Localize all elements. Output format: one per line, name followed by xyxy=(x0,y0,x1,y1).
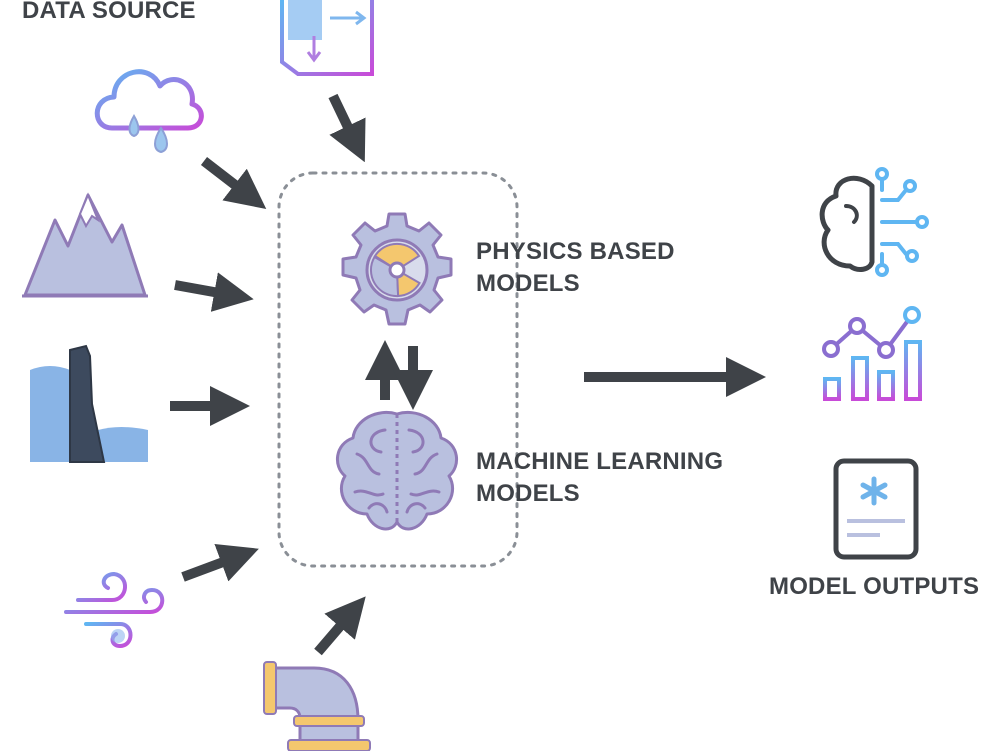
wind-icon xyxy=(64,571,165,649)
brain-icon xyxy=(336,411,458,531)
rain-cloud-icon xyxy=(94,69,204,154)
arrow-rain xyxy=(200,157,267,209)
ml-models-label: MACHINE LEARNING MODELS xyxy=(476,446,723,510)
ml-label-line-2: MODELS xyxy=(476,480,580,507)
pipe-icon xyxy=(263,661,371,751)
physics-label-line-2: MODELS xyxy=(476,270,580,297)
flow-box-icon xyxy=(280,0,374,76)
bar-line-chart-icon xyxy=(822,306,922,401)
physics-label-line-1: PHYSICS BASED xyxy=(476,238,675,265)
dam-icon xyxy=(30,344,148,463)
arrow-wind xyxy=(181,543,259,582)
physics-models-label: PHYSICS BASED MODELS xyxy=(476,236,675,300)
ai-brain-circuit-icon xyxy=(819,167,929,277)
ml-label-line-1: MACHINE LEARNING xyxy=(476,448,724,475)
arrow-pipe xyxy=(314,596,366,656)
arrow-flow-box xyxy=(328,93,366,163)
model-outputs-title: MODEL OUTPUTS xyxy=(769,573,980,600)
mountain-icon xyxy=(22,192,148,298)
input-arrows xyxy=(170,93,766,656)
document-icon xyxy=(833,458,919,560)
gear-icon xyxy=(341,212,453,326)
arrow-mountain xyxy=(174,272,254,312)
data-source-title: DATA SOURCE xyxy=(22,0,196,24)
